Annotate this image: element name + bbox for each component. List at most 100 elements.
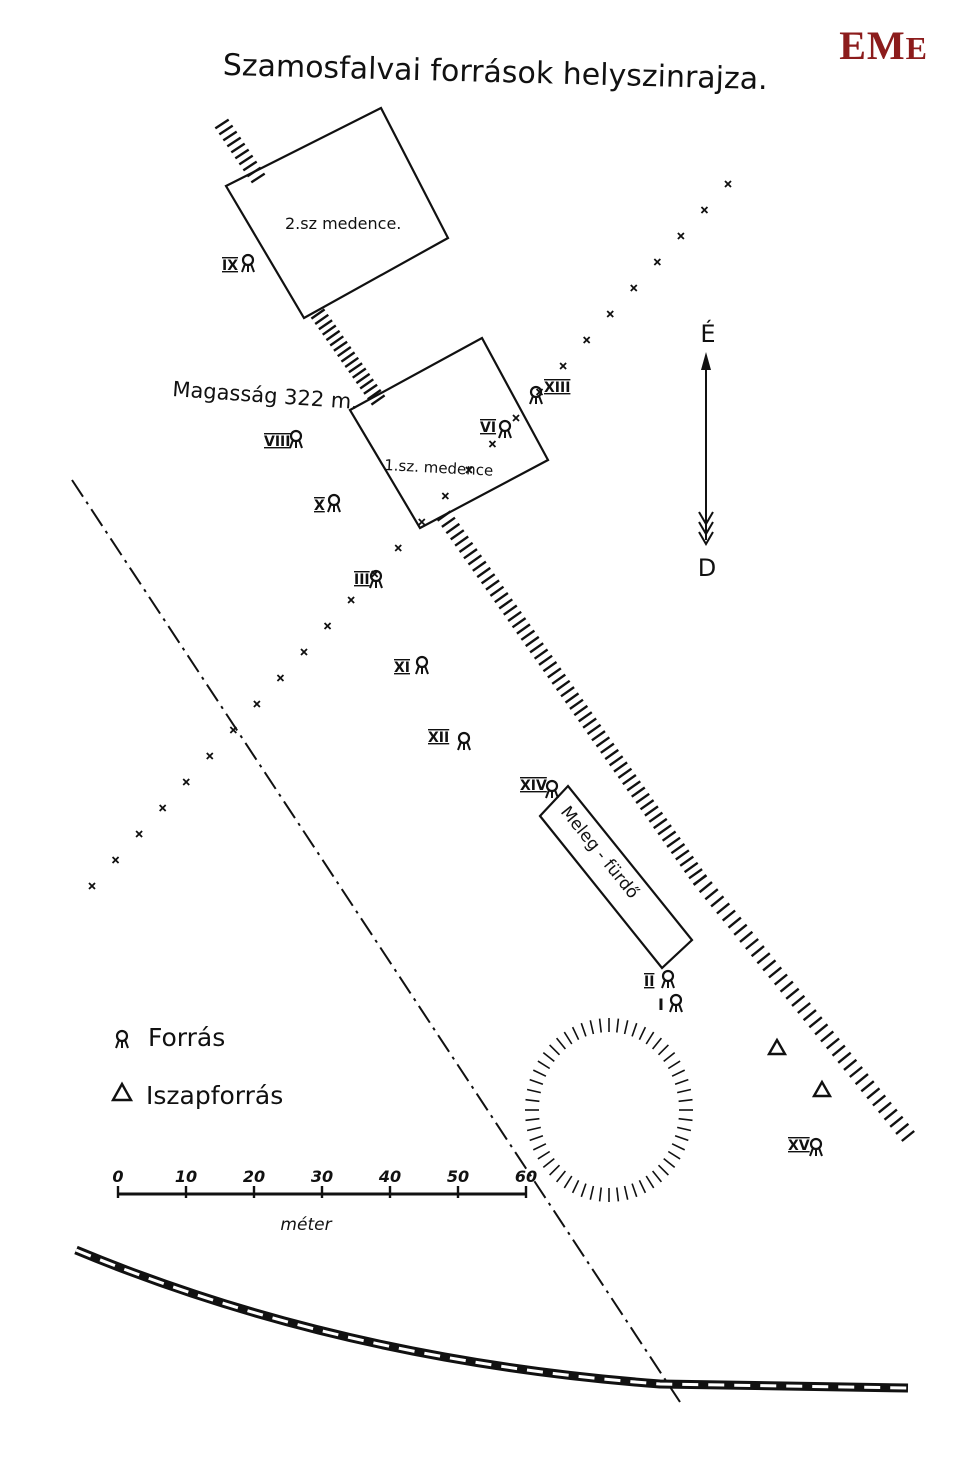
hatch-stroke — [604, 748, 619, 761]
mud-spring-triangle-icon — [811, 1079, 833, 1098]
hatch-stroke — [340, 351, 356, 363]
mound-hatch — [537, 1150, 551, 1160]
spring-marker: XIV — [520, 778, 560, 800]
mound-hatch — [674, 1078, 689, 1085]
hatch-stroke — [698, 881, 713, 894]
hatch-stroke — [626, 780, 641, 792]
basin-2: 2.sz medence. — [224, 106, 450, 320]
hatch-stroke — [683, 861, 699, 874]
hatch-stroke — [808, 1016, 823, 1029]
hatch-stroke — [463, 548, 478, 560]
x-mark — [583, 336, 591, 344]
railway-line — [74, 1245, 909, 1393]
spring-marker: XII — [428, 730, 472, 752]
x-mark — [606, 310, 614, 318]
arrow-head-icon — [701, 352, 711, 370]
hatch-stroke — [586, 723, 602, 735]
hatch-stroke — [498, 598, 513, 610]
hatch-stroke — [843, 1058, 858, 1071]
mound-hatch — [542, 1157, 555, 1169]
spring-marker: VI — [480, 419, 513, 440]
hatch-stroke — [837, 1051, 852, 1064]
hatch-stroke — [363, 383, 378, 395]
svg-text:I: I — [658, 995, 664, 1014]
mound-hatch — [674, 1135, 689, 1142]
svg-text:XI: XI — [394, 660, 410, 676]
mound-hatch — [532, 1069, 547, 1077]
hatch-stroke — [222, 130, 238, 142]
scale-tick-label: 30 — [311, 1167, 333, 1186]
mound-hatch — [598, 1018, 602, 1033]
hatch-stroke — [494, 592, 509, 604]
hatch-stroke — [739, 930, 754, 943]
hatch-stroke — [310, 308, 326, 320]
legend-item-spring: Forrás — [114, 1023, 225, 1052]
embankment-hatching — [214, 118, 915, 1142]
legend: Forrás Iszapforrás — [110, 1023, 283, 1110]
hatch-stroke — [854, 1073, 869, 1086]
hatch-stroke — [450, 529, 465, 541]
mound-hatch — [677, 1088, 692, 1094]
hatch-stroke — [441, 516, 456, 528]
hatch-stroke — [820, 1030, 835, 1043]
mound-hatch — [571, 1179, 580, 1194]
boundary-dash-dot-line — [71, 479, 681, 1403]
compass-north: É — [700, 319, 715, 348]
scale-tick-label: 60 — [515, 1167, 537, 1186]
hatch-stroke — [529, 642, 544, 654]
hatch-stroke — [352, 367, 367, 379]
spring-marker: I — [658, 993, 684, 1014]
scale-tick-label: 20 — [243, 1167, 265, 1186]
svg-text:VI: VI — [480, 420, 496, 436]
hatch-stroke — [214, 118, 230, 130]
x-mark — [418, 518, 426, 526]
mound-hatch — [645, 1031, 655, 1045]
x-mark — [206, 752, 214, 760]
svg-text:XIII: XIII — [544, 380, 570, 396]
hatch-stroke — [516, 623, 531, 635]
hatch-stroke — [520, 629, 536, 641]
mound-hatch — [529, 1135, 544, 1142]
spring-marker: XIII — [528, 380, 570, 406]
hatch-stroke — [745, 938, 759, 950]
svg-text:VIII: VIII — [264, 434, 290, 450]
mound-hatch — [657, 1044, 669, 1056]
svg-text:II: II — [644, 974, 654, 990]
hatch-stroke — [666, 836, 681, 848]
hatch-stroke — [458, 541, 474, 553]
hatch-stroke — [314, 313, 329, 325]
hatch-stroke — [644, 805, 659, 817]
hatch-stroke — [895, 1122, 910, 1135]
hatch-stroke — [348, 362, 363, 374]
hatch-stroke — [218, 124, 234, 136]
mound-hatch — [525, 1117, 540, 1122]
mound-hatch — [638, 1179, 647, 1194]
hatch-stroke — [242, 160, 258, 172]
x-mark — [700, 206, 709, 214]
map-title: Szamosfalvai források helyszinrajza. — [222, 48, 768, 97]
mud-springs — [766, 1037, 833, 1098]
hatch-stroke — [489, 585, 505, 597]
mound-hatch — [663, 1157, 676, 1169]
hatch-stroke — [250, 172, 266, 184]
x-mark — [559, 362, 567, 370]
hatch-stroke — [635, 792, 650, 804]
hatch-stroke — [507, 610, 522, 622]
hatch-stroke — [773, 973, 788, 986]
mound-hatch — [678, 1117, 693, 1122]
pipeline-x-line — [88, 180, 732, 890]
hatch-stroke — [802, 1009, 817, 1022]
mound-hatch — [549, 1164, 561, 1176]
hatch-stroke — [238, 154, 254, 166]
hatch-stroke — [476, 566, 491, 579]
north-arrow: É D — [698, 319, 716, 582]
mound-hatch — [638, 1026, 647, 1041]
spring-marker: II — [644, 969, 676, 990]
mound-hatch — [571, 1026, 580, 1041]
hatch-stroke — [325, 329, 341, 342]
mound-hatch — [651, 1170, 663, 1183]
svg-text:X: X — [314, 498, 325, 514]
hatch-stroke — [608, 755, 624, 767]
hatch-stroke — [814, 1023, 829, 1036]
mound-hatch — [563, 1031, 573, 1045]
